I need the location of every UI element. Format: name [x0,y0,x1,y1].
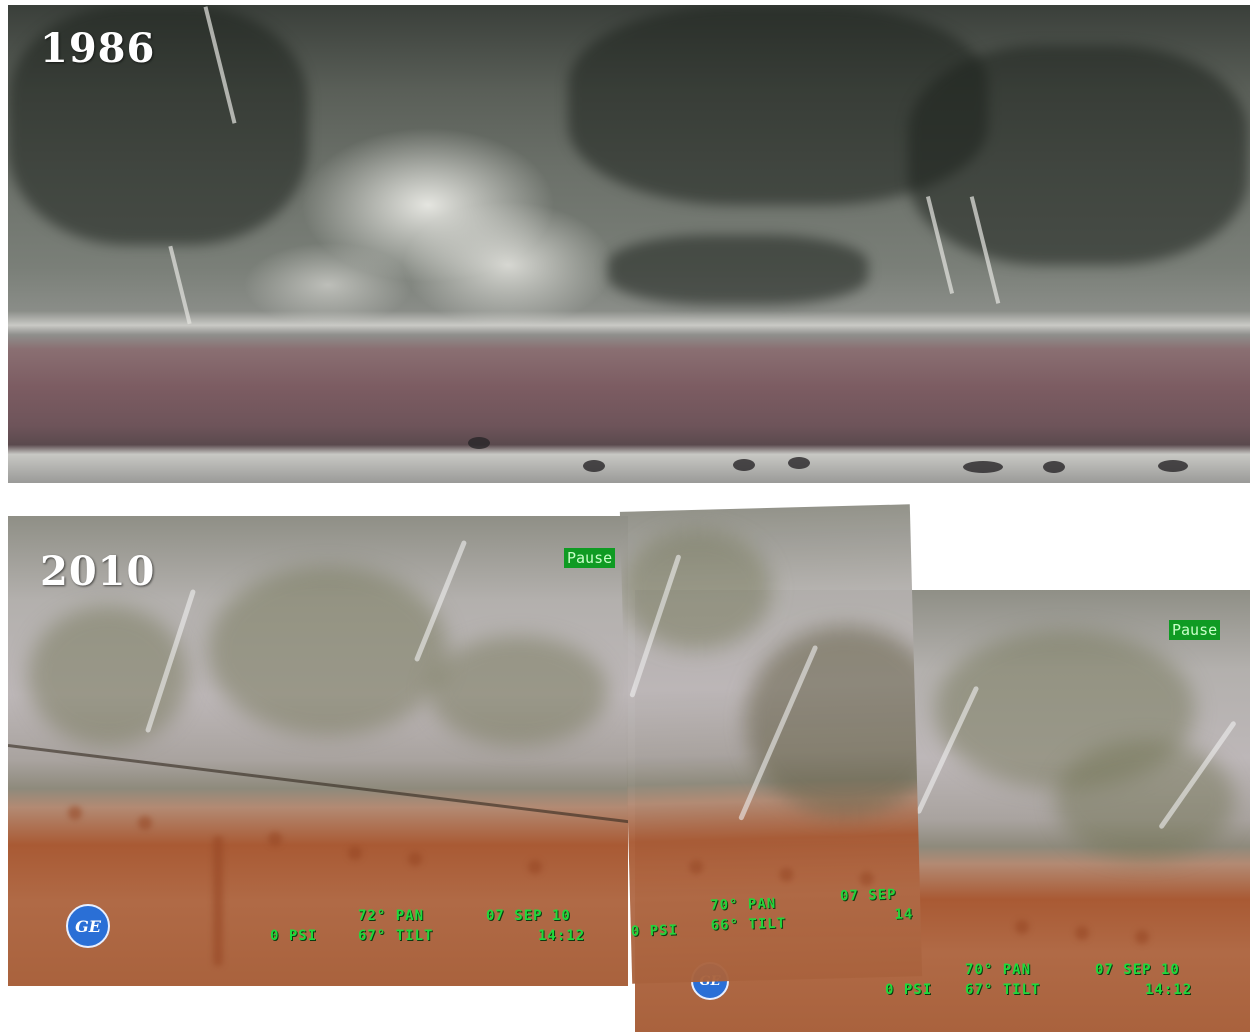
camera-frame-2: 70° PAN 07 SEP 0 PSI 66° TILT 14 [619,504,923,984]
osd-psi: 0 PSI [630,922,679,940]
osd-pan: 70° PAN [965,962,1032,978]
photo-1986: 1986 [8,5,1250,483]
osd-date: 07 SEP 10 [486,908,571,924]
osd-psi: 0 PSI [885,982,933,998]
pause-badge: Pause [1169,620,1221,640]
osd-date: 07 SEP [839,886,897,905]
year-label-2010: 2010 [40,548,156,595]
osd-time: 14:12 [538,928,586,944]
pause-badge: Pause [564,548,616,568]
osd-psi: 0 PSI [270,928,318,944]
ge-logo-icon: GE [66,904,110,948]
camera-frame-1: 2010 Pause GE 72° PAN 07 SEP 10 0 PSI 67… [8,516,628,986]
osd-pan: 70° PAN [710,895,777,914]
osd-date: 07 SEP 10 [1095,962,1180,978]
osd-tilt: 67° TILT [358,928,434,944]
year-label-1986: 1986 [40,25,156,72]
osd-tilt: 66° TILT [710,915,787,934]
osd-time: 14:12 [1145,982,1193,998]
osd-time: 14 [894,906,914,923]
osd-pan: 72° PAN [358,908,425,924]
osd-tilt: 67° TILT [965,982,1041,998]
